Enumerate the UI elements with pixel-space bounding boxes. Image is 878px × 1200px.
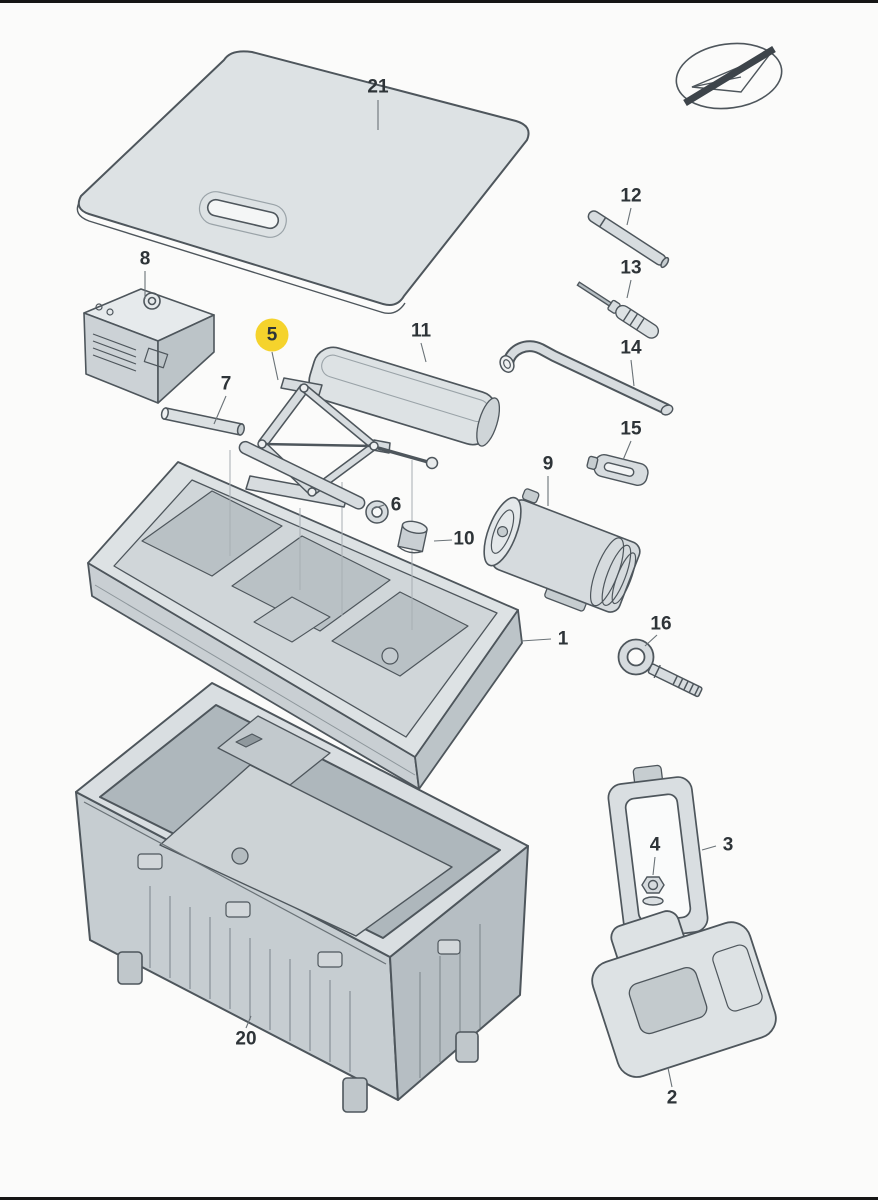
lug-wrench-drawing bbox=[499, 340, 674, 416]
part-label-15[interactable]: 15 bbox=[620, 418, 642, 440]
bottom-edge-bar bbox=[0, 1197, 878, 1200]
air-compressor-drawing bbox=[483, 488, 641, 613]
extension-rod-drawing bbox=[160, 407, 245, 436]
part-label-14[interactable]: 14 bbox=[620, 337, 642, 359]
tool-tray-drawing bbox=[87, 461, 523, 790]
part-label-6[interactable]: 6 bbox=[390, 494, 402, 516]
foam-block-drawing bbox=[591, 910, 777, 1078]
part-label-11[interactable]: 11 bbox=[410, 320, 432, 342]
part-label-7[interactable]: 7 bbox=[220, 373, 232, 395]
part-label-3[interactable]: 3 bbox=[722, 834, 734, 856]
mounting-pin-drawing bbox=[587, 210, 670, 269]
top-edge-bar bbox=[0, 0, 878, 3]
foam-wedge-drawing bbox=[308, 346, 501, 447]
part-label-2[interactable]: 2 bbox=[666, 1087, 678, 1109]
scissor-jack-drawing bbox=[245, 377, 439, 508]
screwdriver-drawing bbox=[576, 281, 660, 339]
part-label-20[interactable]: 20 bbox=[235, 1028, 257, 1050]
part-label-13[interactable]: 13 bbox=[620, 257, 642, 279]
cover-panel-drawing bbox=[76, 50, 530, 315]
leader-lines bbox=[144, 100, 717, 1088]
retainer-frame-drawing bbox=[607, 764, 709, 940]
nut-drawing bbox=[641, 876, 665, 906]
storage-box-drawing bbox=[75, 682, 529, 1113]
part-label-5-highlighted[interactable]: 5 bbox=[255, 318, 289, 352]
part-label-10[interactable]: 10 bbox=[453, 528, 475, 550]
part-label-8[interactable]: 8 bbox=[139, 248, 151, 270]
no-copy-symbol-icon bbox=[675, 42, 783, 110]
tow-eye-drawing bbox=[617, 638, 703, 698]
clip-tool-drawing bbox=[586, 454, 649, 486]
warning-box-drawing bbox=[83, 288, 215, 404]
bump-stop-drawing bbox=[397, 520, 428, 554]
part-label-21[interactable]: 21 bbox=[367, 76, 389, 98]
part-label-16[interactable]: 16 bbox=[650, 613, 672, 635]
part-label-9[interactable]: 9 bbox=[542, 453, 554, 475]
part-label-1[interactable]: 1 bbox=[557, 628, 569, 650]
lever-arm-drawing bbox=[238, 440, 389, 524]
part-label-4[interactable]: 4 bbox=[649, 834, 661, 856]
part-label-12[interactable]: 12 bbox=[620, 185, 642, 207]
